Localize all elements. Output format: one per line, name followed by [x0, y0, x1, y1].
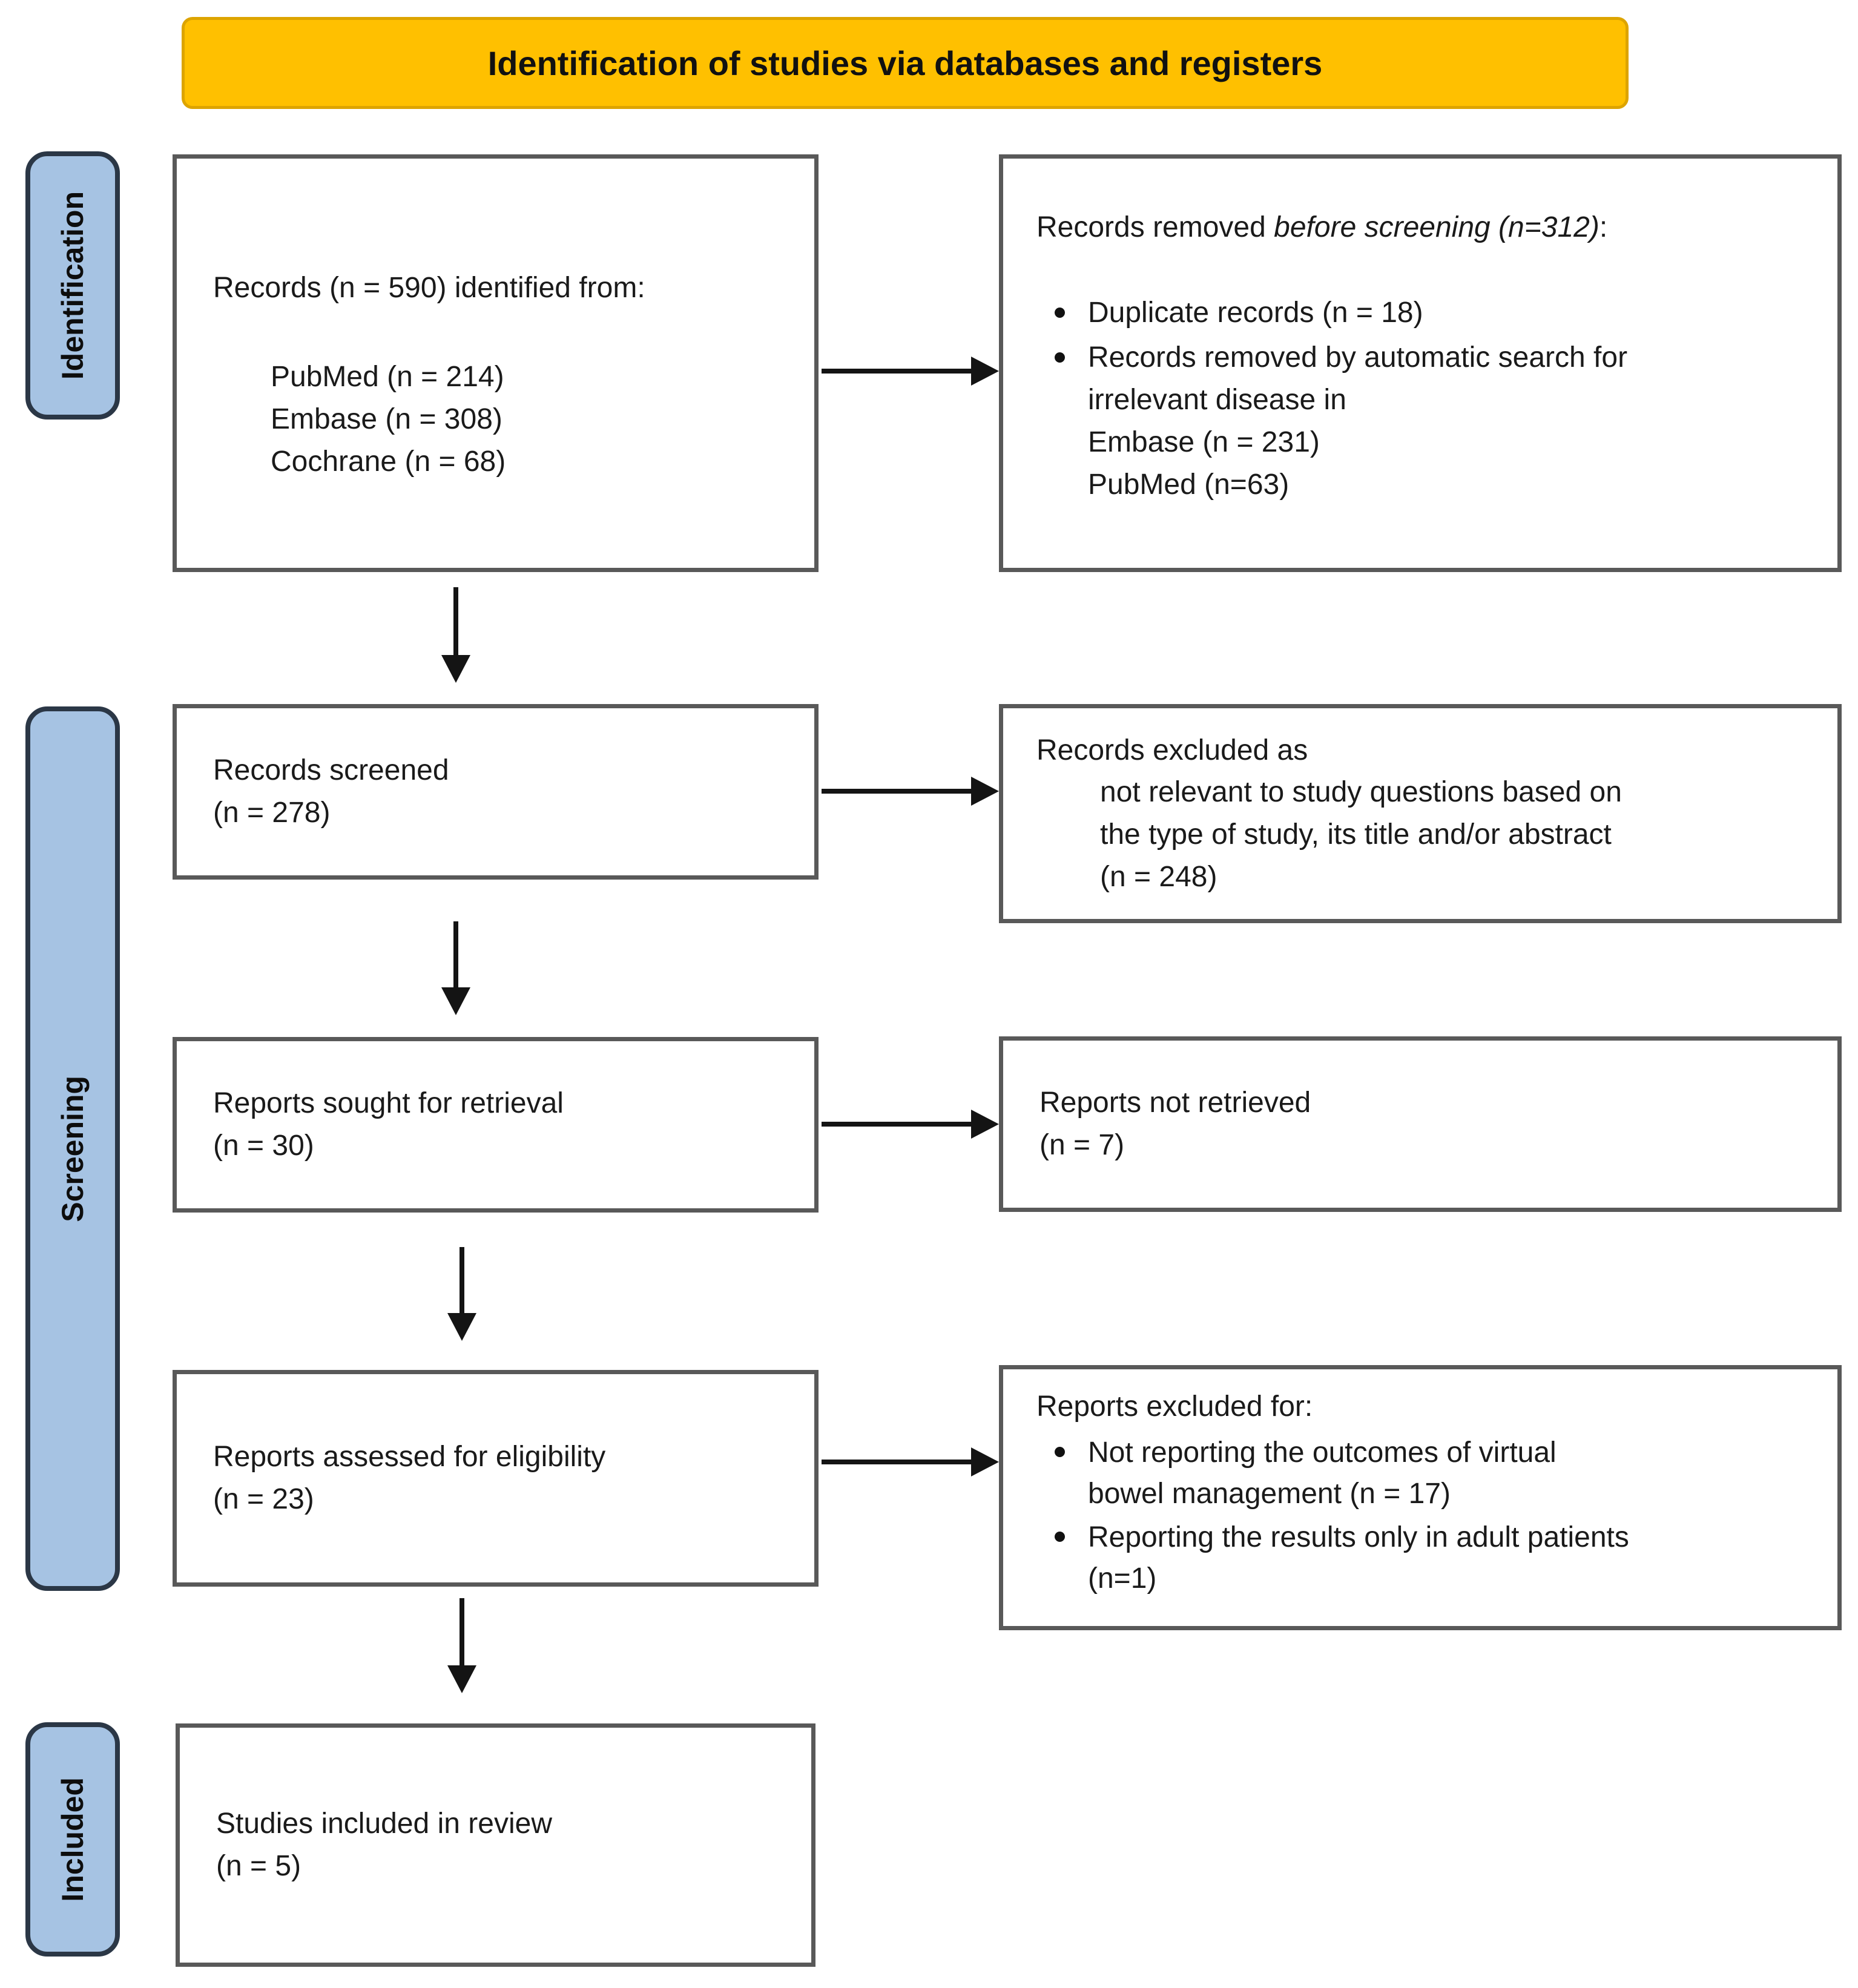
arrow-identified-to-removed: [822, 355, 999, 387]
records-screened-line1: Records screened: [213, 754, 449, 786]
source-pubmed: PubMed (n = 214): [271, 361, 504, 393]
reports-sought-line2: (n = 30): [213, 1130, 314, 1162]
records-excluded-line1: Records excluded as: [1036, 734, 1308, 766]
studies-included-line1: Studies included in review: [216, 1808, 552, 1840]
records-removed-title-italic: before screening (n=312): [1274, 211, 1599, 243]
records-identified-line: Records (n = 590) identified from:: [213, 272, 645, 304]
bullet-adult-patients-line1: Reporting the results only in adult pati…: [1088, 1521, 1629, 1553]
box-records-screened: Records screened (n = 278): [173, 704, 819, 880]
arrow-shaft: [822, 789, 972, 794]
studies-included-line2: (n = 5): [216, 1850, 301, 1882]
reports-sought-line1: Reports sought for retrieval: [213, 1087, 564, 1119]
title-banner-text: Identification of studies via databases …: [487, 44, 1323, 82]
box-reports-sought: Reports sought for retrieval (n = 30): [173, 1037, 819, 1213]
source-embase: Embase (n = 308): [271, 403, 502, 435]
reports-excluded-for-title: Reports excluded for:: [1036, 1391, 1313, 1423]
bullet-not-reporting-text: Not reporting the outcomes of virtual bo…: [1088, 1432, 1557, 1515]
bullet-not-reporting-line1: Not reporting the outcomes of virtual: [1088, 1437, 1557, 1469]
records-excluded-cont-line3: (n = 248): [1100, 861, 1217, 893]
stage-label-screening-text: Screening: [56, 1075, 90, 1222]
arrow-screened-to-sought: [440, 921, 472, 1015]
box-records-identified: Records (n = 590) identified from: PubMe…: [173, 154, 819, 572]
bullet-duplicate-records: Duplicate records (n = 18): [1036, 292, 1813, 334]
reports-not-retrieved-line2: (n = 7): [1039, 1129, 1125, 1161]
arrow-shaft: [453, 921, 458, 989]
bullet-adult-patients-line2: (n=1): [1088, 1562, 1157, 1595]
arrow-shaft: [460, 1598, 464, 1667]
bullet-adult-patients: Reporting the results only in adult pati…: [1036, 1517, 1819, 1599]
bullet-duplicate-records-line: Duplicate records (n = 18): [1088, 297, 1423, 329]
records-excluded-cont-line1: not relevant to study questions based on: [1100, 776, 1622, 808]
box-reports-not-retrieved: Reports not retrieved (n = 7): [999, 1036, 1842, 1212]
arrow-shaft: [822, 1122, 972, 1127]
arrow-head-icon: [971, 777, 999, 806]
arrow-head-icon: [971, 357, 999, 386]
records-screened-line2: (n = 278): [213, 797, 331, 829]
reports-excluded-for-bullets: Not reporting the outcomes of virtual bo…: [1036, 1432, 1819, 1599]
records-removed-title-normal: Records removed: [1036, 211, 1274, 243]
arrow-assessed-to-excluded-for: [822, 1446, 999, 1478]
arrow-assessed-to-included: [446, 1598, 478, 1693]
arrow-shaft: [453, 587, 458, 656]
box-records-removed: Records removed before screening (n=312)…: [999, 154, 1842, 572]
arrow-shaft: [822, 1460, 972, 1464]
records-excluded-continuation: not relevant to study questions based on…: [1100, 771, 1819, 898]
stage-label-included: Included: [25, 1722, 120, 1957]
bullet-automatic-search-line4: PubMed (n=63): [1088, 469, 1290, 501]
arrow-shaft: [822, 369, 972, 374]
records-removed-bullets: Duplicate records (n = 18) Records remov…: [1036, 292, 1813, 506]
bullet-automatic-search-line2: irrelevant disease in: [1088, 384, 1346, 416]
stage-label-included-text: Included: [56, 1777, 90, 1902]
bullet-automatic-search: Records removed by automatic search for …: [1036, 337, 1813, 506]
records-removed-title: Records removed before screening (n=312)…: [1036, 207, 1813, 248]
bullet-dot-icon: [1055, 308, 1065, 318]
arrow-sought-to-not-retrieved: [822, 1108, 999, 1140]
arrow-identified-to-screened: [440, 587, 472, 683]
arrow-head-icon: [447, 1313, 476, 1341]
stage-label-identification: Identification: [25, 151, 120, 420]
source-cochrane: Cochrane (n = 68): [271, 446, 506, 478]
title-banner: Identification of studies via databases …: [182, 17, 1629, 109]
bullet-not-reporting-line2: bowel management (n = 17): [1088, 1478, 1451, 1510]
box-records-excluded: Records excluded as not relevant to stud…: [999, 704, 1842, 923]
arrow-head-icon: [441, 987, 470, 1015]
bullet-dot-icon: [1055, 1447, 1065, 1457]
bullet-dot-icon: [1055, 352, 1065, 363]
bullet-automatic-search-line3: Embase (n = 231): [1088, 426, 1320, 458]
reports-not-retrieved-line1: Reports not retrieved: [1039, 1087, 1311, 1119]
bullet-duplicate-records-text: Duplicate records (n = 18): [1088, 292, 1423, 334]
box-studies-included: Studies included in review (n = 5): [176, 1723, 815, 1967]
stage-label-screening: Screening: [25, 706, 120, 1591]
records-excluded-cont-line2: the type of study, its title and/or abst…: [1100, 818, 1612, 851]
bullet-automatic-search-line1: Records removed by automatic search for: [1088, 341, 1628, 374]
arrow-head-icon: [441, 655, 470, 683]
arrow-screened-to-excluded: [822, 775, 999, 807]
bullet-adult-patients-text: Reporting the results only in adult pati…: [1088, 1517, 1629, 1599]
arrow-head-icon: [447, 1665, 476, 1693]
arrow-sought-to-assessed: [446, 1247, 478, 1341]
reports-assessed-line1: Reports assessed for eligibility: [213, 1441, 606, 1473]
stage-label-identification-text: Identification: [56, 191, 90, 380]
records-removed-title-suffix: :: [1599, 211, 1608, 243]
arrow-head-icon: [971, 1447, 999, 1476]
arrow-shaft: [460, 1247, 464, 1314]
box-reports-assessed: Reports assessed for eligibility (n = 23…: [173, 1370, 819, 1587]
box-reports-excluded-for: Reports excluded for: Not reporting the …: [999, 1365, 1842, 1630]
records-identified-sources: PubMed (n = 214) Embase (n = 308) Cochra…: [271, 356, 796, 483]
bullet-dot-icon: [1055, 1532, 1065, 1542]
bullet-not-reporting: Not reporting the outcomes of virtual bo…: [1036, 1432, 1819, 1515]
bullet-automatic-search-text: Records removed by automatic search for …: [1088, 337, 1627, 506]
reports-assessed-line2: (n = 23): [213, 1483, 314, 1515]
arrow-head-icon: [971, 1110, 999, 1139]
